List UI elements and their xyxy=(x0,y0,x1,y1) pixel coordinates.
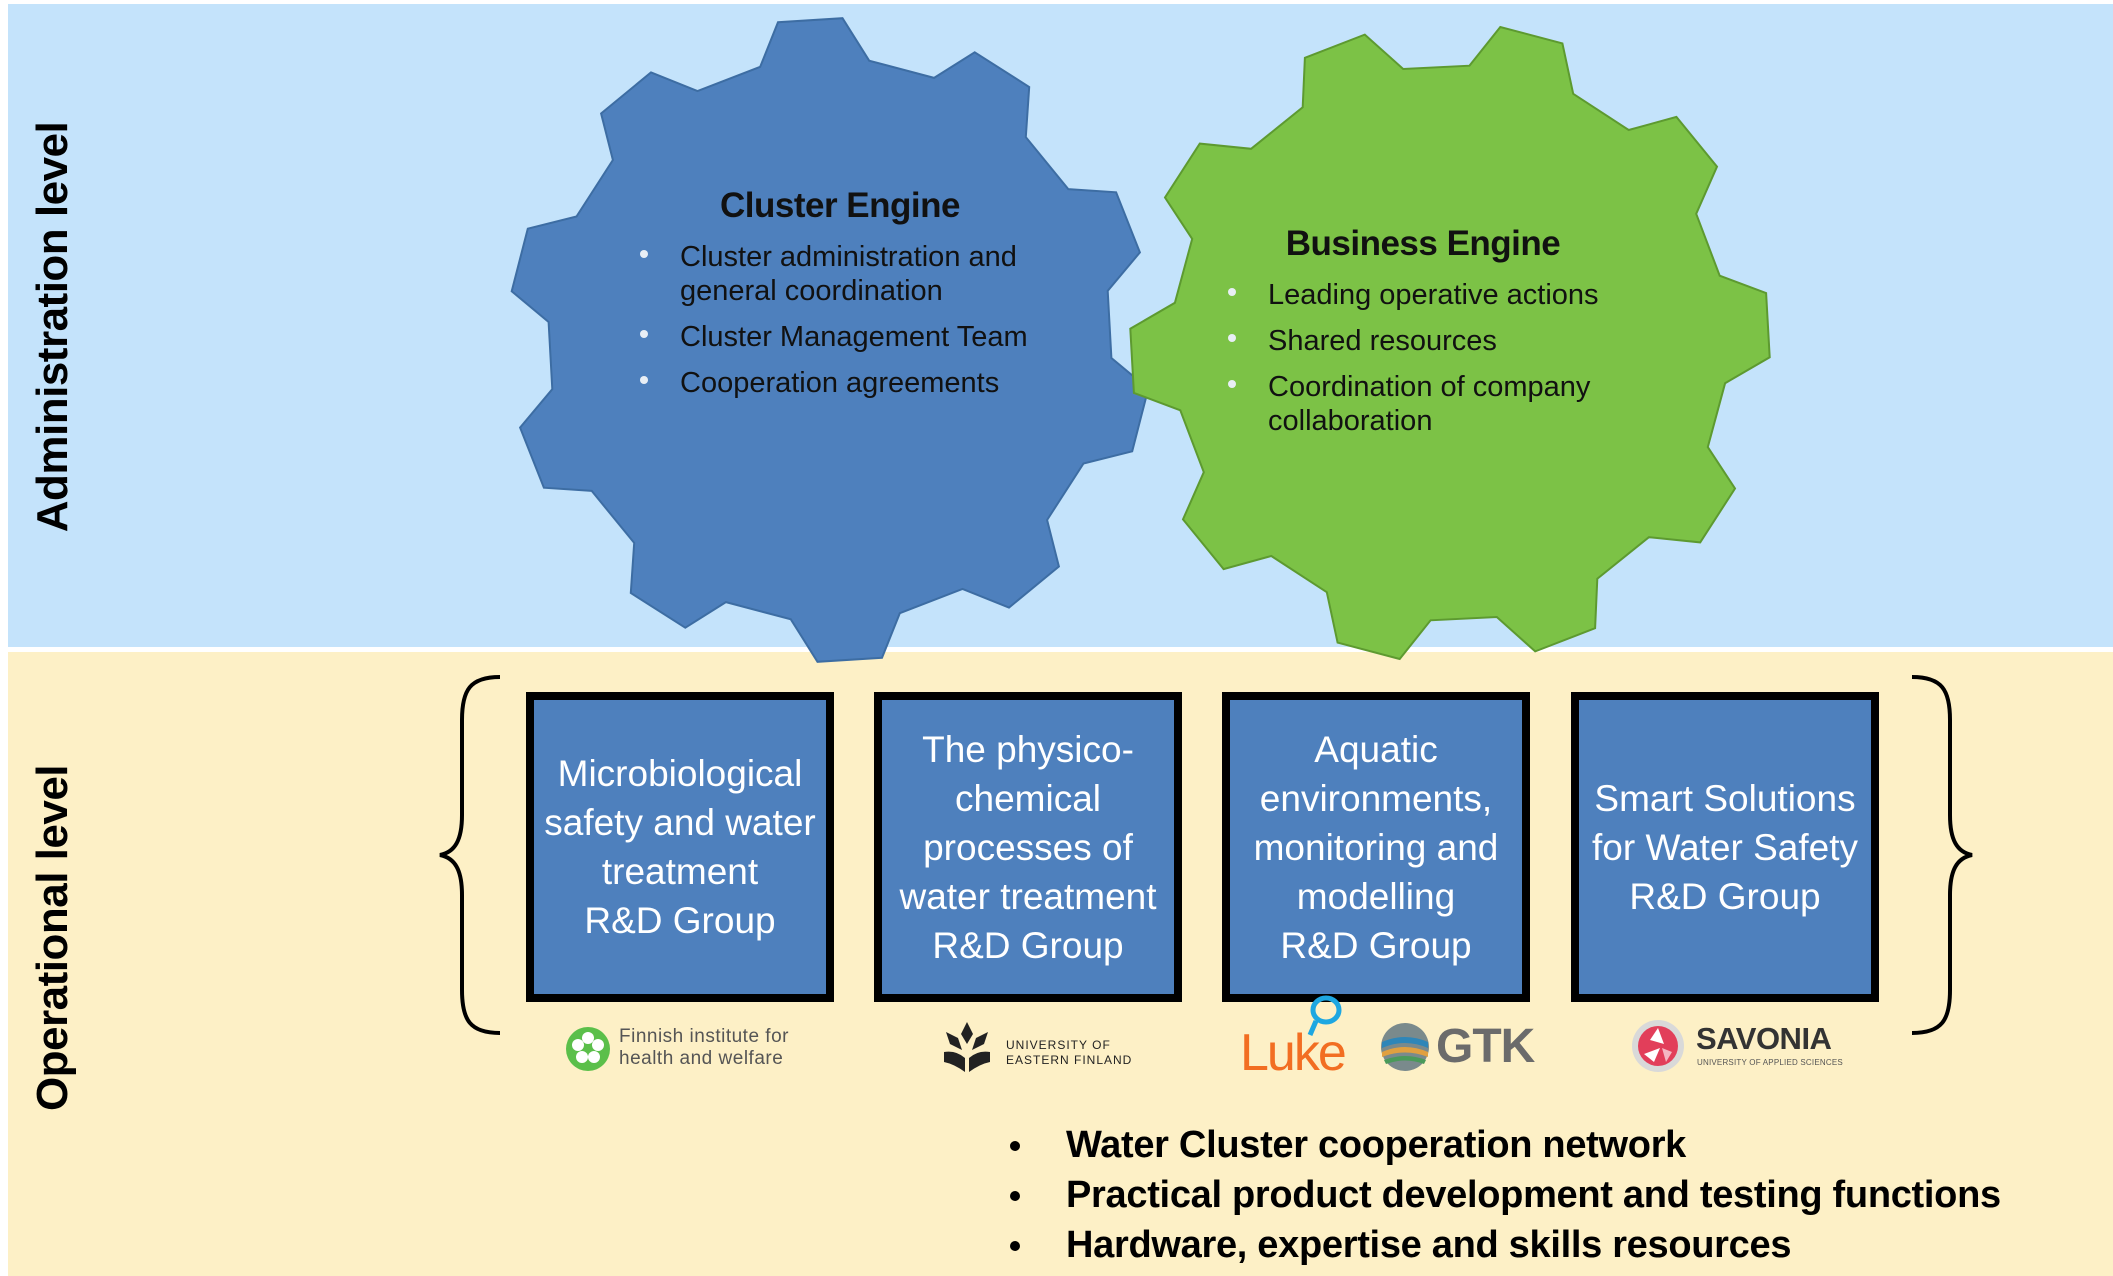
right-brace xyxy=(1911,675,1973,1035)
uef-line-1: UNIVERSITY OF xyxy=(1006,1038,1111,1052)
bullet-dot xyxy=(1010,1191,1020,1201)
list-item: Cluster administration and general coord… xyxy=(640,240,1060,308)
savonia-subtitle: UNIVERSITY OF APPLIED SCIENCES xyxy=(1697,1058,1843,1067)
business-engine-list: Leading operative actions Shared resourc… xyxy=(1228,278,1648,438)
bullet-dot xyxy=(640,376,648,384)
business-engine-item: Coordination of company collaboration xyxy=(1268,371,1591,437)
cluster-engine-list: Cluster administration and general coord… xyxy=(640,240,1060,400)
cluster-engine-gear xyxy=(510,17,1150,663)
savonia-logo-text: SAVONIA xyxy=(1696,1021,1832,1056)
business-engine-item: Shared resources xyxy=(1268,325,1497,357)
thl-logo-text: Finnish institute for health and welfare xyxy=(619,1026,839,1070)
left-brace xyxy=(439,675,501,1035)
list-item: Cooperation agreements xyxy=(640,366,1060,400)
cluster-engine-title: Cluster Engine xyxy=(720,186,960,225)
rd-group-microbiological: Microbiological safety and water treatme… xyxy=(526,692,834,1002)
bullet-dot xyxy=(1228,288,1236,296)
bullet-dot xyxy=(640,330,648,338)
list-item: Shared resources xyxy=(1228,324,1648,358)
rd-group-smart-solutions: Smart Solutions for Water Safety R&D Gro… xyxy=(1571,692,1879,1002)
business-engine-text: Business Engine Leading operative action… xyxy=(1228,224,1648,450)
thl-flower-icon xyxy=(566,1027,610,1071)
bullet-dot xyxy=(1010,1141,1020,1151)
bullet-dot xyxy=(1228,380,1236,388)
thl-line-1: Finnish institute for xyxy=(619,1026,789,1047)
list-item: Water Cluster cooperation network xyxy=(1002,1120,2001,1170)
business-engine-title: Business Engine xyxy=(1285,224,1561,263)
gtk-emblem-icon xyxy=(1381,1023,1429,1071)
list-item: Hardware, expertise and skills resources xyxy=(1002,1220,2001,1270)
cluster-engine-text: Cluster Engine Cluster administration an… xyxy=(640,186,1060,412)
cluster-engine-item: Cluster administration and general coord… xyxy=(680,241,1017,307)
summary-bullet-text: Hardware, expertise and skills resources xyxy=(1066,1224,1792,1266)
business-engine-gear xyxy=(1129,25,1771,661)
luke-mark-icon xyxy=(1307,995,1342,1036)
uef-logo-text: UNIVERSITY OF EASTERN FINLAND xyxy=(1006,1038,1166,1068)
thl-line-2: health and welfare xyxy=(619,1048,784,1069)
rd-group-aquatic: Aquatic environments, monitoring and mod… xyxy=(1222,692,1530,1002)
savonia-emblem-icon xyxy=(1632,1020,1684,1072)
summary-bullet-text: Water Cluster cooperation network xyxy=(1066,1124,1687,1166)
luke-logo-text: Luke xyxy=(1240,1024,1347,1082)
cluster-engine-item: Cooperation agreements xyxy=(680,367,1000,399)
list-item: Coordination of company collaboration xyxy=(1228,370,1648,438)
summary-bullets: Water Cluster cooperation network Practi… xyxy=(1002,1120,2001,1270)
bullet-dot xyxy=(1228,334,1236,342)
bullet-dot xyxy=(1010,1241,1020,1251)
list-item: Leading operative actions xyxy=(1228,278,1648,312)
list-item: Cluster Management Team xyxy=(640,320,1060,354)
uef-line-2: EASTERN FINLAND xyxy=(1006,1053,1133,1067)
rd-group-physicochemical: The physico- chemical processes of water… xyxy=(874,692,1182,1002)
gtk-logo-text: GTK xyxy=(1436,1020,1535,1073)
list-item: Practical product development and testin… xyxy=(1002,1170,2001,1220)
uef-emblem-icon xyxy=(944,1022,990,1072)
cluster-engine-item: Cluster Management Team xyxy=(680,321,1028,353)
bullet-dot xyxy=(640,250,648,258)
business-engine-item: Leading operative actions xyxy=(1268,279,1599,311)
summary-bullet-text: Practical product development and testin… xyxy=(1066,1174,2001,1216)
